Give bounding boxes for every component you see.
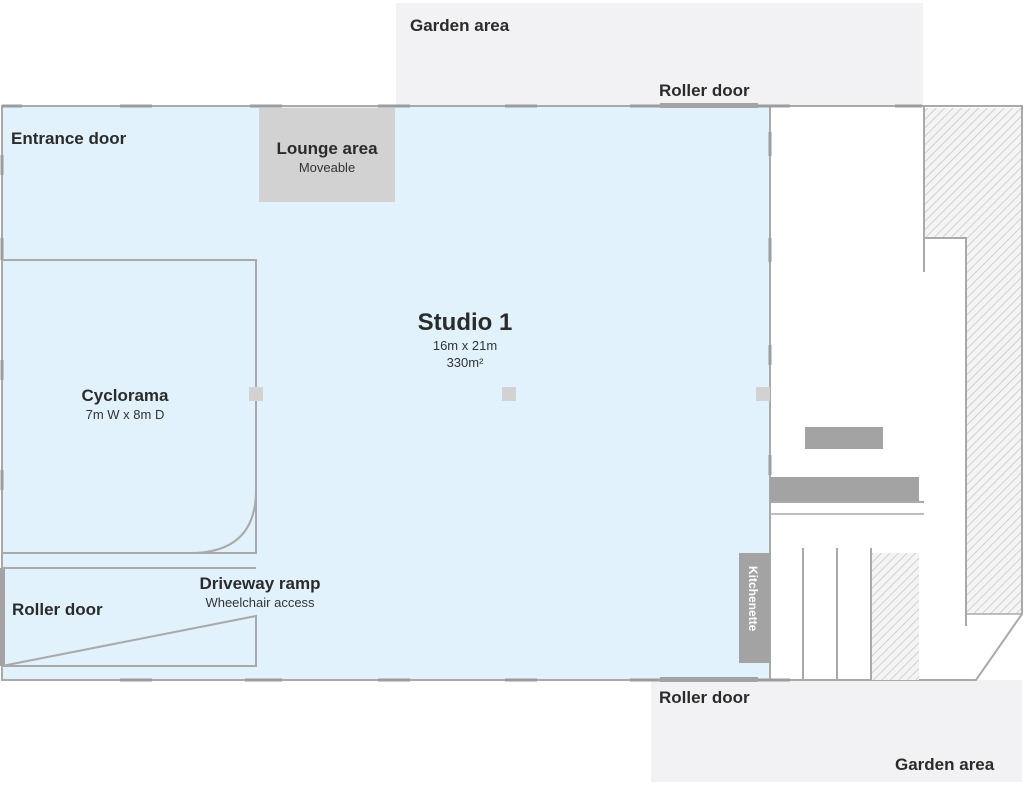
garden-area-bottom [651, 680, 1022, 782]
studio-dimensions: 16m x 21m [432, 338, 498, 353]
studio-title: Studio 1 [417, 309, 513, 336]
roller-door-bottom-label: Roller door [659, 688, 750, 707]
garden-area-top [396, 3, 923, 106]
lounge-area-subtitle: Moveable [298, 160, 356, 175]
kitchenette-label: Kitchenette [746, 566, 761, 632]
ramp-outline [1, 614, 257, 667]
roller-door-top-mark [660, 103, 758, 108]
roller-door-left-label: Roller door [12, 600, 103, 619]
counter [805, 427, 883, 449]
studio-area: 330m² [446, 355, 484, 370]
kitchenette-block [739, 553, 770, 663]
hatched-stall [872, 553, 919, 680]
column [249, 387, 263, 401]
column [502, 387, 516, 401]
wall-ticks [0, 104, 922, 682]
lounge-area [259, 108, 395, 202]
entrance-door-label: Entrance door [11, 129, 127, 148]
driveway-ramp-title: Driveway ramp [199, 574, 321, 593]
driveway-ramp-subtitle: Wheelchair access [205, 595, 315, 610]
garden-area-top-label: Garden area [410, 16, 510, 35]
cyclorama-dimensions: 7m W x 8m D [85, 407, 165, 422]
stall-partitions [802, 548, 872, 680]
roller-door-top-label: Roller door [659, 81, 750, 100]
roller-door-bottom-mark [660, 677, 758, 682]
lounge-area-title: Lounge area [276, 139, 378, 158]
garden-area-bottom-label: Garden area [895, 755, 995, 774]
counter [770, 477, 919, 502]
storage-inner [924, 238, 966, 626]
column [756, 387, 770, 401]
cyclorama-title: Cyclorama [81, 386, 169, 405]
cyclorama-curve [189, 489, 257, 554]
storage-inner-outline [924, 237, 967, 626]
roller-door-left-mark [0, 568, 5, 666]
cyclorama-outline [2, 259, 257, 554]
